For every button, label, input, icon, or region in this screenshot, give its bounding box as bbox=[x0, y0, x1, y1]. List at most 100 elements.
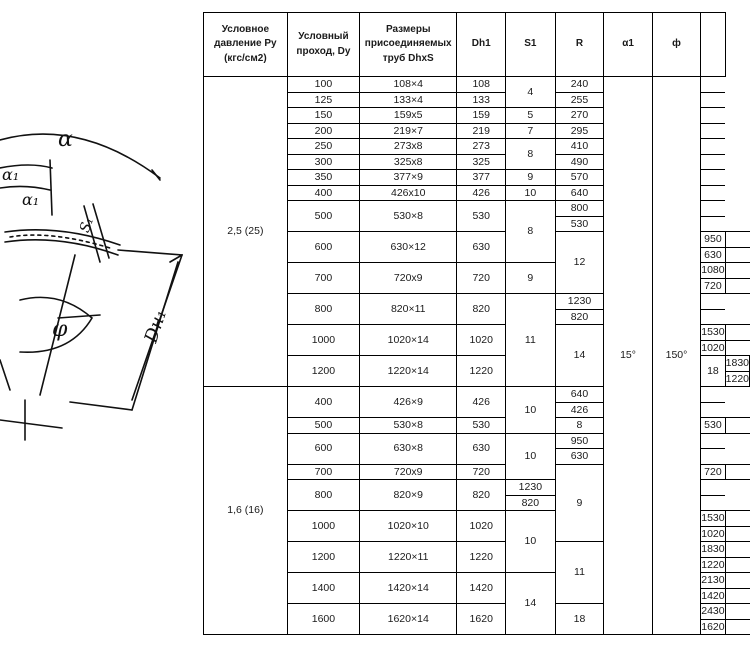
pipe-size-cell: 820×11 bbox=[359, 293, 458, 325]
r-cell: 950 bbox=[700, 231, 726, 248]
r-cell: 1020 bbox=[700, 525, 726, 542]
cut-cell bbox=[700, 215, 726, 232]
dy-cell: 1600 bbox=[286, 603, 361, 635]
cut-cell bbox=[724, 510, 750, 527]
r-cell: 1420 bbox=[700, 587, 726, 604]
table-row: 820 bbox=[204, 308, 750, 325]
dh1-cell: 1620 bbox=[456, 603, 507, 635]
bend-sketch-drawing: α α₁ α₁ S₁ φ Dн₁ bbox=[0, 127, 184, 441]
dh1-cell: 1020 bbox=[456, 324, 507, 356]
r-cell: 1080 bbox=[700, 262, 726, 279]
pipe-size-cell: 426x10 bbox=[359, 184, 458, 201]
pipe-size-cell: 530×8 bbox=[359, 417, 458, 434]
pipe-size-cell: 1020×10 bbox=[359, 510, 458, 542]
r-cell: 640 bbox=[554, 184, 605, 201]
cut-cell bbox=[724, 324, 750, 341]
label-alpha1-star: α₁ bbox=[22, 190, 39, 209]
dy-cell: 1000 bbox=[286, 324, 361, 356]
r-cell: 1020 bbox=[700, 339, 726, 356]
s1-cell: 8 bbox=[554, 417, 605, 434]
label-s1: S₁ bbox=[77, 215, 97, 235]
table-row: 720 bbox=[204, 277, 750, 294]
table-row: 1020 bbox=[204, 339, 750, 356]
dh1-cell: 219 bbox=[456, 122, 507, 139]
dh1-cell: 108 bbox=[456, 76, 507, 93]
dh1-cell: 377 bbox=[456, 169, 507, 186]
dh1-cell: 159 bbox=[456, 107, 507, 124]
dh1-cell: 325 bbox=[456, 153, 507, 170]
pipe-size-cell: 108×4 bbox=[359, 76, 458, 93]
cut-cell bbox=[700, 138, 726, 155]
header-dy: Условный проход, Dу bbox=[286, 12, 361, 77]
header-dh1: Dh1 bbox=[456, 12, 507, 77]
dy-cell: 400 bbox=[286, 386, 361, 418]
dy-cell: 700 bbox=[286, 463, 361, 480]
pipe-size-cell: 1220×14 bbox=[359, 355, 458, 387]
r-cell: 240 bbox=[554, 76, 605, 93]
dh1-cell: 630 bbox=[456, 432, 507, 465]
pipe-size-cell: 720x9 bbox=[359, 262, 458, 294]
cut-cell bbox=[700, 91, 726, 108]
cut-cell bbox=[700, 76, 726, 93]
dh1-cell: 820 bbox=[456, 479, 507, 511]
pipe-size-cell: 426×9 bbox=[359, 386, 458, 418]
dh1-cell: 720 bbox=[456, 463, 507, 480]
dy-cell: 150 bbox=[286, 107, 361, 124]
pipe-size-cell: 325x8 bbox=[359, 153, 458, 170]
cut-cell bbox=[724, 587, 750, 604]
cut-cell bbox=[700, 308, 726, 325]
r-cell: 530 bbox=[700, 417, 726, 434]
cut-cell bbox=[724, 417, 750, 434]
pipe-size-cell: 273x8 bbox=[359, 138, 458, 155]
dh1-cell: 1020 bbox=[456, 510, 507, 542]
dy-cell: 350 bbox=[286, 169, 361, 186]
cut-cell bbox=[700, 293, 726, 310]
s1-cell: 11 bbox=[505, 293, 556, 387]
cut-cell bbox=[724, 603, 750, 620]
cut-cell bbox=[700, 479, 726, 496]
pipe-size-cell: 630×12 bbox=[359, 231, 458, 263]
r-cell: 410 bbox=[554, 138, 605, 155]
s1-cell: 14 bbox=[554, 324, 605, 387]
dh1-cell: 1220 bbox=[456, 355, 507, 387]
dy-cell: 125 bbox=[286, 91, 361, 108]
pipe-size-cell: 630×8 bbox=[359, 432, 458, 465]
alpha-dimension-arc bbox=[0, 133, 161, 179]
dh1-cell: 530 bbox=[456, 200, 507, 232]
dy-cell: 1400 bbox=[286, 572, 361, 604]
s1-cell: 10 bbox=[505, 510, 556, 573]
dh1-cell: 530 bbox=[456, 417, 507, 434]
weld-seam bbox=[4, 228, 121, 246]
dy-cell: 400 bbox=[286, 184, 361, 201]
label-alpha: α bbox=[58, 127, 73, 152]
cut-cell bbox=[724, 525, 750, 542]
dh1-cell: 720 bbox=[456, 262, 507, 294]
dh1-cell: 1420 bbox=[456, 572, 507, 604]
header-phi: ф bbox=[651, 12, 702, 77]
cut-cell bbox=[724, 556, 750, 573]
dy-cell: 300 bbox=[286, 153, 361, 170]
phi-angle-arc bbox=[19, 296, 94, 353]
alpha1-cell: 15° bbox=[603, 76, 653, 635]
header-row: Условное давление Ру (кгс/см2) Условный … bbox=[203, 12, 750, 77]
dy-cell: 1200 bbox=[286, 541, 361, 573]
cut-cell bbox=[724, 231, 750, 248]
cut-cell bbox=[724, 339, 750, 356]
cut-cell bbox=[700, 169, 726, 186]
dy-cell: 800 bbox=[286, 293, 361, 325]
dh1-cell: 426 bbox=[456, 184, 507, 201]
dy-cell: 600 bbox=[286, 432, 361, 465]
dimensions-table: Условное давление Ру (кгс/см2) Условный … bbox=[203, 12, 750, 635]
dy-cell: 1200 bbox=[286, 355, 361, 387]
r-cell: 1830 bbox=[700, 541, 726, 558]
dy-cell: 100 bbox=[286, 76, 361, 93]
